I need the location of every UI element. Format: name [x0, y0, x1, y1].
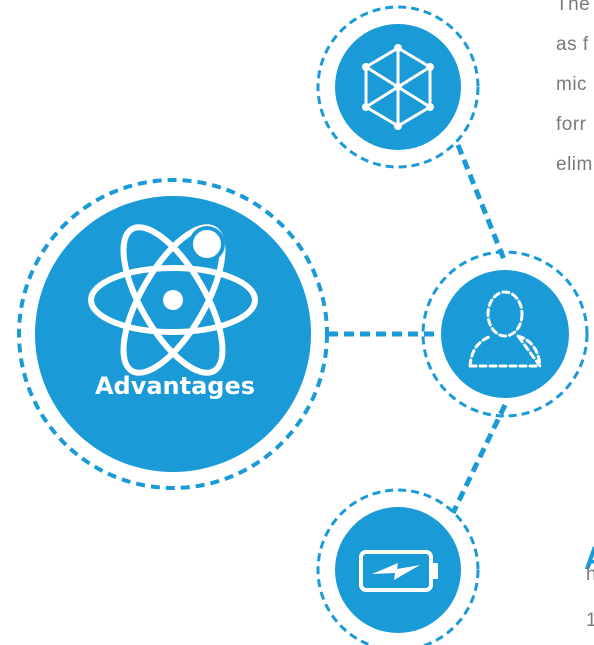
- wireframe-cube-icon: [362, 44, 434, 130]
- paragraph-line: as f: [556, 34, 589, 55]
- atom-icon: [88, 224, 258, 376]
- paragraph-line: elim: [556, 154, 593, 175]
- connector-user-to-battery: [450, 403, 508, 515]
- battery-node[interactable]: [316, 488, 480, 645]
- user-node[interactable]: [421, 250, 589, 418]
- section-heading: A: [584, 540, 594, 580]
- connector-cube-to-user: [455, 144, 508, 263]
- hub-node: [17, 178, 329, 490]
- battery-charging-icon: [359, 550, 438, 592]
- cube-node[interactable]: [316, 5, 480, 169]
- bottom-paragraph: h 1: [586, 560, 594, 645]
- paragraph-line: mic: [556, 74, 588, 95]
- paragraph-line: The: [556, 0, 591, 15]
- hub-label: Advantages: [94, 372, 256, 400]
- user-profile-icon: [468, 290, 542, 372]
- paragraph-line: forr: [556, 114, 587, 135]
- side-paragraph: The as f mic forr elim: [556, 0, 594, 200]
- paragraph-line: 1: [586, 610, 594, 631]
- paragraph-line: h: [586, 564, 594, 585]
